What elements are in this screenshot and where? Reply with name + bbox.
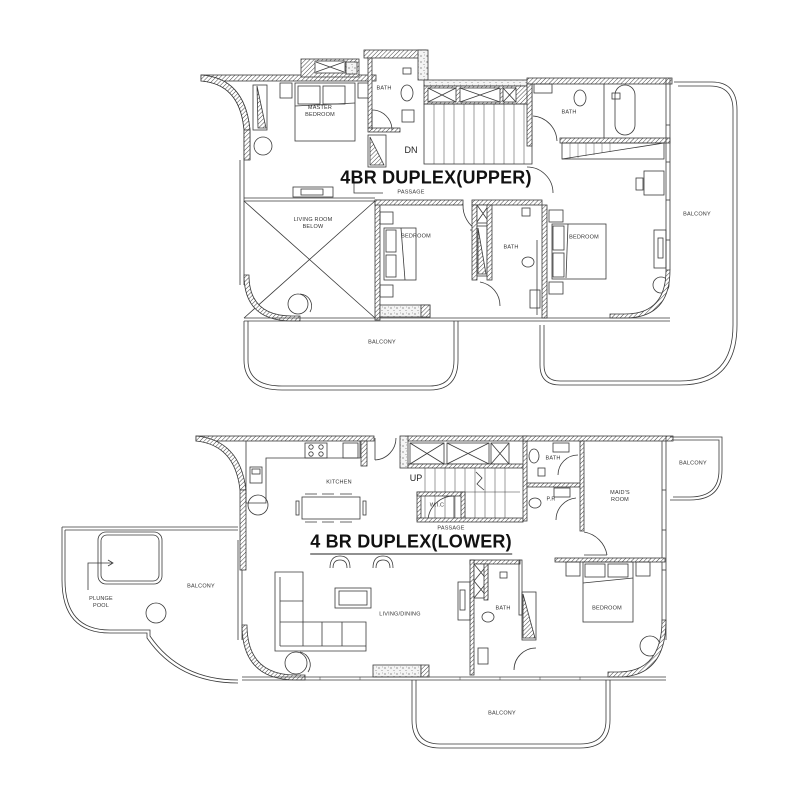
- room-label-lower-bottom-balcony: BALCONY: [488, 710, 516, 717]
- stair-down-label: DN: [404, 145, 418, 155]
- upper-floor-plan: [200, 49, 738, 391]
- room-label-lower-bedroom: BEDROOM: [592, 605, 622, 612]
- lower-plan-title: 4 BR DUPLEX(LOWER): [310, 532, 512, 555]
- room-label-living-dining: LIVING/DINING: [379, 611, 421, 618]
- room-label-top-right-balcony: BALCONY: [679, 460, 707, 467]
- room-label-lower-passage: PASSAGE: [437, 525, 465, 532]
- room-label-ensuite-bath: BATH: [561, 109, 577, 116]
- room-label-walk-in-closet: W.I.C: [429, 502, 445, 509]
- room-label-left-balcony: BALCONY: [187, 583, 215, 590]
- room-label-maid-bath: BATH: [545, 455, 561, 462]
- room-label-right-balcony: BALCONY: [683, 211, 711, 218]
- stair-up-label: UP: [409, 473, 423, 483]
- room-label-upper-passage: PASSAGE: [397, 189, 425, 196]
- room-label-lower-bath: BATH: [495, 605, 511, 612]
- lower-floor-plan: [61, 435, 723, 749]
- room-label-bedroom-3: BEDROOM: [569, 234, 599, 241]
- room-label-powder-room: P.R: [546, 496, 556, 503]
- room-label-upper-bottom-balcony: BALCONY: [368, 339, 396, 346]
- room-label-master-bath: BATH: [376, 85, 392, 92]
- room-label-master-bedroom: MASTER BEDROOM: [305, 105, 335, 118]
- upper-plan-title: 4BR DUPLEX(UPPER): [340, 167, 532, 188]
- room-label-bedroom-2: BEDROOM: [401, 233, 431, 240]
- room-label-living-room-below: LIVING ROOM BELOW: [293, 217, 333, 230]
- room-label-plunge-pool: PLUNGE POOL: [89, 596, 113, 609]
- room-label-shared-bath: BATH: [503, 244, 519, 251]
- room-label-maids-room: MAID'S ROOM: [610, 490, 630, 503]
- room-label-kitchen: KITCHEN: [326, 479, 352, 486]
